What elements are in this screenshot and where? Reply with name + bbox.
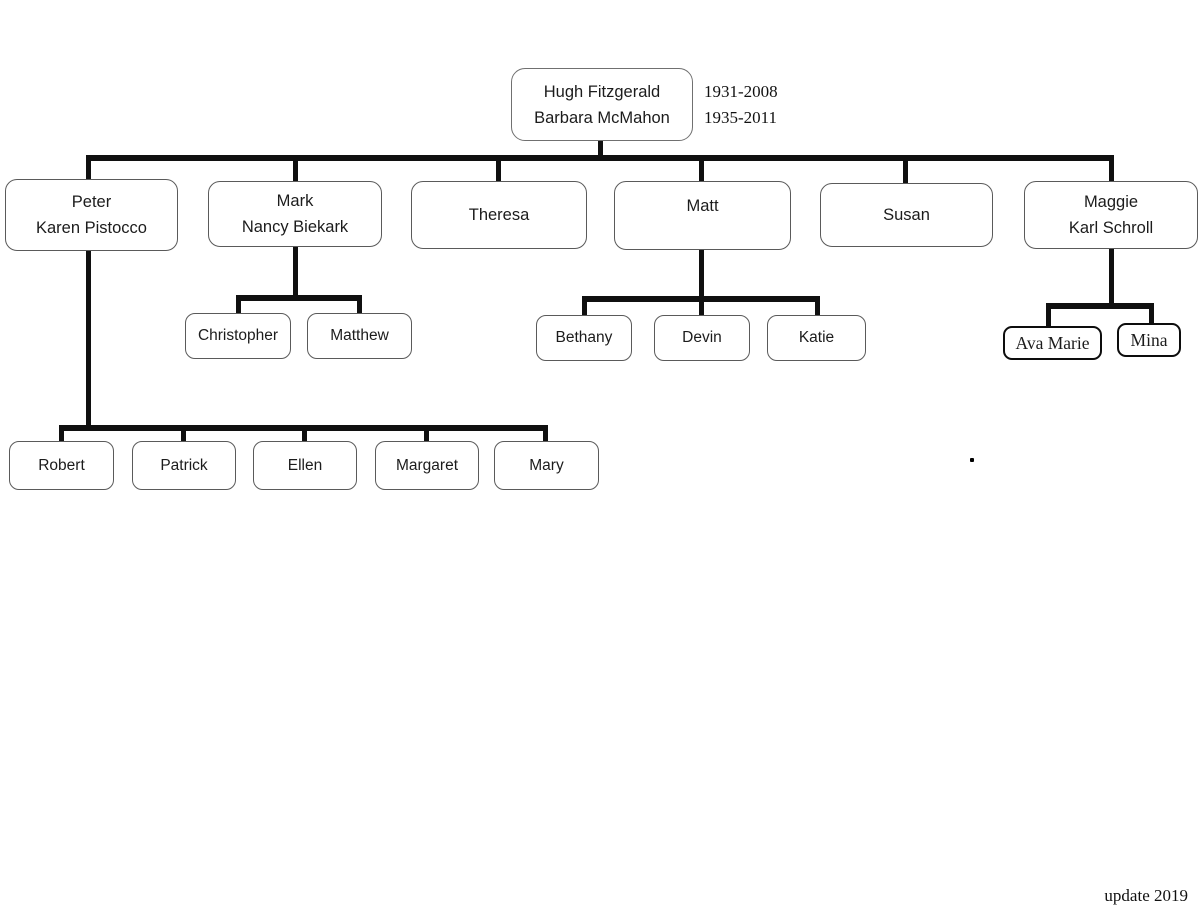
connector-peter-vertical — [86, 251, 91, 431]
person-box-theresa: Theresa — [411, 181, 587, 249]
person-name: Barbara McMahon — [534, 108, 670, 127]
connector-drop-mark — [293, 155, 298, 182]
footer-update-note: update 2019 — [1104, 886, 1188, 905]
connector-maggie-vertical — [1109, 249, 1114, 307]
person-box-mark-nancy: Mark Nancy Biekark — [208, 181, 382, 247]
person-name: Theresa — [468, 206, 530, 224]
connector-drop-christopher — [236, 295, 241, 314]
person-box-christopher: Christopher — [185, 313, 291, 359]
connector-gen2-horizontal — [86, 155, 1114, 161]
connector-drop-ava-marie — [1046, 303, 1051, 327]
connector-mark-vertical — [293, 247, 298, 299]
connector-drop-robert — [59, 425, 64, 442]
person-name: Susan — [883, 206, 930, 224]
person-box-bethany: Bethany — [536, 315, 632, 361]
stray-dot-mark — [970, 458, 974, 462]
person-box-hugh-barbara: Hugh Fitzgerald Barbara McMahon — [511, 68, 693, 141]
connector-drop-mina — [1149, 303, 1154, 324]
connector-maggie-horizontal — [1046, 303, 1154, 309]
connector-drop-katie — [815, 296, 820, 316]
person-name: Mary — [529, 456, 564, 474]
connector-drop-mary — [543, 425, 548, 442]
connector-drop-maggie — [1109, 155, 1114, 182]
person-box-matthew: Matthew — [307, 313, 412, 359]
person-box-robert: Robert — [9, 441, 114, 490]
life-years-hugh: 1931-2008 — [704, 82, 778, 101]
person-name: Maggie — [1083, 193, 1139, 211]
person-name: Patrick — [160, 456, 208, 474]
person-name: Bethany — [555, 329, 613, 346]
person-name: Karen Pistocco — [36, 219, 147, 237]
connector-mark-horizontal — [236, 295, 362, 301]
connector-drop-bethany — [582, 296, 587, 316]
person-name: Ava Marie — [1015, 333, 1090, 353]
person-name: Ellen — [287, 456, 323, 474]
person-name: Katie — [798, 329, 835, 346]
connector-drop-susan — [903, 155, 908, 184]
connector-drop-devin — [699, 296, 704, 316]
person-name: Margaret — [395, 456, 459, 474]
person-box-peter-karen: Peter Karen Pistocco — [5, 179, 178, 251]
person-box-matt: Matt — [614, 181, 791, 250]
connector-drop-theresa — [496, 155, 501, 182]
connector-drop-matthew — [357, 295, 362, 314]
person-name: Devin — [682, 329, 722, 346]
connector-drop-ellen — [302, 425, 307, 442]
person-box-mina: Mina — [1117, 323, 1181, 357]
person-name: Mina — [1130, 330, 1168, 350]
person-name: Karl Schroll — [1068, 219, 1154, 237]
person-box-mary: Mary — [494, 441, 599, 490]
connector-drop-peter — [86, 155, 91, 181]
person-name: Nancy Biekark — [241, 218, 349, 236]
person-box-margaret: Margaret — [375, 441, 479, 490]
person-name: Robert — [38, 456, 85, 474]
person-box-devin: Devin — [654, 315, 750, 361]
person-box-patrick: Patrick — [132, 441, 236, 490]
person-box-maggie-karl: Maggie Karl Schroll — [1024, 181, 1198, 249]
connector-root-vertical — [598, 140, 603, 157]
connector-drop-matt — [699, 155, 704, 182]
person-box-katie: Katie — [767, 315, 866, 361]
connector-matt-vertical — [699, 250, 704, 299]
person-box-susan: Susan — [820, 183, 993, 247]
connector-drop-margaret — [424, 425, 429, 442]
person-box-ava-marie: Ava Marie — [1003, 326, 1102, 360]
person-name: Christopher — [197, 327, 279, 344]
person-name: Peter — [71, 193, 112, 211]
connector-drop-patrick — [181, 425, 186, 442]
person-name: Hugh Fitzgerald — [543, 82, 661, 101]
person-name: Mark — [276, 192, 314, 210]
person-name: Matthew — [330, 327, 389, 344]
life-years-barbara: 1935-2011 — [704, 108, 778, 127]
person-box-ellen: Ellen — [253, 441, 357, 490]
person-name: Matt — [686, 197, 719, 215]
